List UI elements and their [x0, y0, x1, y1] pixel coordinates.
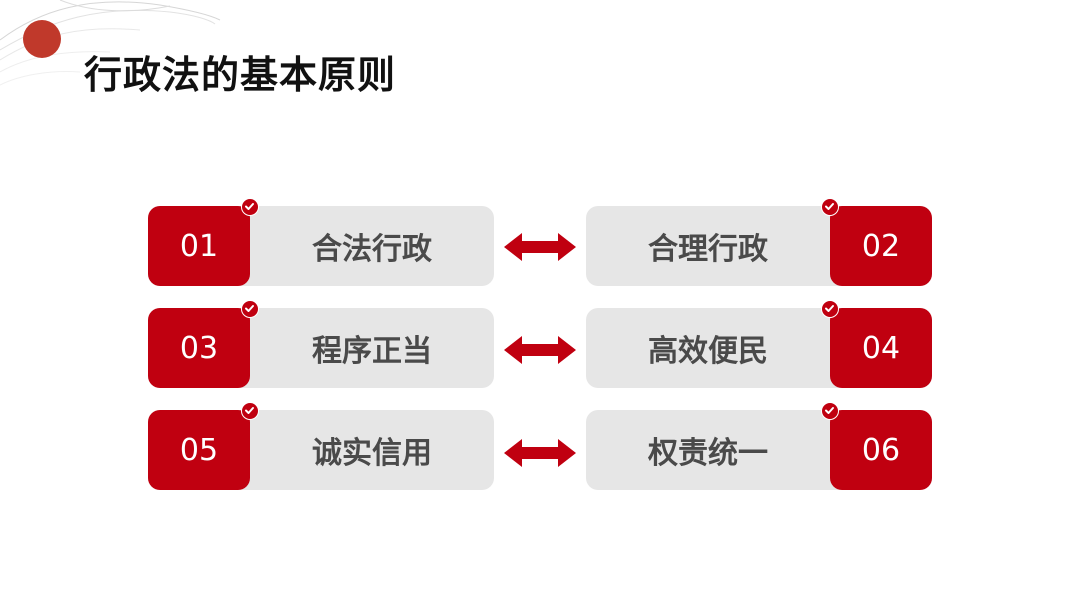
principle-label: 合法行政 [312, 232, 432, 267]
principle-card-02: 合理行政 02 [586, 198, 932, 286]
principle-label: 高效便民 [648, 334, 768, 369]
principle-number: 01 [148, 206, 250, 286]
principle-number: 02 [830, 206, 932, 286]
check-circle-icon [241, 198, 259, 216]
double-arrow-icon [504, 336, 576, 364]
principle-card-01: 01 合法行政 [148, 198, 494, 286]
double-arrow-icon [504, 439, 576, 467]
principle-label: 权责统一 [648, 436, 768, 471]
principle-label: 程序正当 [312, 334, 432, 369]
page-title: 行政法的基本原则 [84, 53, 397, 97]
principle-card-05: 05 诚实信用 [148, 402, 494, 490]
principle-number: 06 [830, 410, 932, 490]
principle-number: 05 [148, 410, 250, 490]
red-circle-decoration [23, 20, 61, 58]
principle-label: 诚实信用 [312, 436, 432, 471]
check-circle-icon [241, 402, 259, 420]
check-circle-icon [821, 402, 839, 420]
corner-decoration [0, 0, 221, 86]
check-circle-icon [821, 198, 839, 216]
principle-number: 03 [148, 308, 250, 388]
double-arrow-icon [504, 233, 576, 261]
principle-card-03: 03 程序正当 [148, 300, 494, 388]
check-circle-icon [241, 300, 259, 318]
principle-number: 04 [830, 308, 932, 388]
principle-card-06: 权责统一 06 [586, 402, 932, 490]
principle-label: 合理行政 [648, 232, 768, 267]
check-circle-icon [821, 300, 839, 318]
principle-card-04: 高效便民 04 [586, 300, 932, 388]
